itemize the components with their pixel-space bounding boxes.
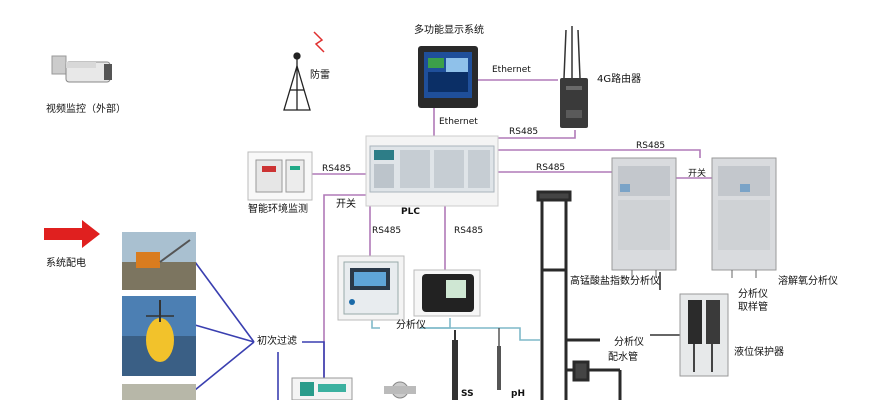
rs485-analyzer-right-label: RS485 <box>454 226 484 236</box>
ph-probe-label: pH <box>511 389 525 399</box>
ss-probe-icon <box>452 330 458 400</box>
router-label: 4G路由器 <box>597 74 642 85</box>
primary-filter-label: 初次过滤 <box>257 336 297 347</box>
switch-right-label: 开关 <box>688 169 707 179</box>
valve-icon <box>384 381 416 399</box>
site-photo-1 <box>122 232 196 290</box>
level-protector-icon <box>679 293 729 377</box>
rs485-do-label: RS485 <box>536 163 566 173</box>
ethernet-top-label: Ethernet <box>492 65 531 75</box>
rs485-router-label: RS485 <box>509 127 539 137</box>
dissolved-oxygen-analyzer-icon <box>711 157 777 278</box>
distribution-pipe-label-1: 分析仪 <box>614 337 644 348</box>
connection-lines <box>194 79 712 400</box>
rs485-permanganate-label: RS485 <box>636 141 666 151</box>
sampling-pipe-label-2: 取样管 <box>738 302 768 313</box>
rs485-top-permanganate-line <box>498 149 701 158</box>
ph-probe-icon <box>497 328 501 390</box>
power-arrow-icon <box>44 220 100 248</box>
analyzer-water-line <box>420 327 540 341</box>
site-photo-3 <box>122 384 196 400</box>
env-monitor-label: 智能环境监测 <box>248 204 308 215</box>
power-line-1 <box>194 261 255 343</box>
power-line-2 <box>194 324 255 343</box>
switch-left-label: 开关 <box>336 199 356 210</box>
router-4g-icon <box>560 26 588 128</box>
ethernet-vertical-label: Ethernet <box>439 117 478 127</box>
camera-label: 视频监控（外部） <box>46 104 126 115</box>
rs485-env-label: RS485 <box>322 164 352 174</box>
water-pipe-system <box>536 190 622 400</box>
distribution-pipe-label-2: 配水管 <box>608 352 638 363</box>
power-line-3 <box>194 341 255 391</box>
display-monitor-icon <box>418 46 478 108</box>
lightning-bolt-icon <box>313 31 325 53</box>
analyzer-small-label: 分析仪 <box>396 320 426 331</box>
level-protector-label: 液位保护器 <box>734 347 784 358</box>
sampling-pipe-label-1: 分析仪 <box>738 289 768 300</box>
camera-icon <box>51 55 112 83</box>
plc-label: PLC <box>401 207 420 217</box>
ss-probe-label: SS <box>461 389 474 399</box>
environment-sensor-icon <box>247 151 313 201</box>
filter-unit-icon <box>291 377 353 400</box>
display-system-label: 多功能显示系统 <box>414 25 484 36</box>
power-label: 系统配电 <box>46 258 86 269</box>
analyzer-panel-left <box>337 255 405 321</box>
permanganate-analyzer-icon <box>611 157 677 278</box>
rs485-analyzer-left-label: RS485 <box>372 226 402 236</box>
lightning-label: 防雷 <box>310 70 330 81</box>
analyzer-bottom-line <box>371 318 380 329</box>
plc-device-icon <box>365 135 499 207</box>
rs485-router-line <box>498 130 576 139</box>
permanganate-analyzer-label: 高锰酸盐指数分析仪 <box>570 276 660 287</box>
switch-left-line <box>323 194 366 400</box>
site-photo-2 <box>122 296 196 376</box>
lightning-rod <box>283 52 311 111</box>
analyzer-panel-right <box>413 269 481 317</box>
do-analyzer-label: 溶解氧分析仪 <box>778 276 838 287</box>
